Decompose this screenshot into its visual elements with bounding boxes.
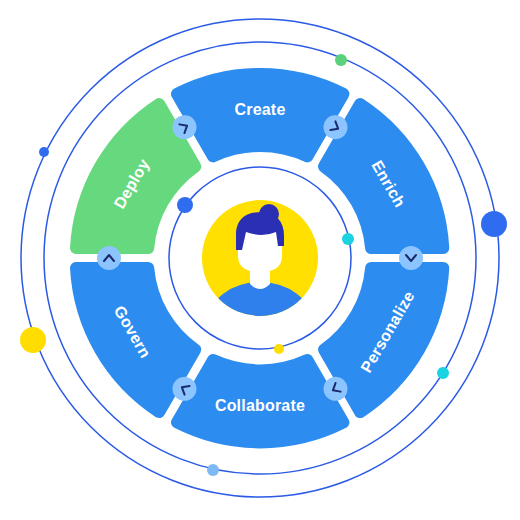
cycle-segment: Personalize — [318, 262, 449, 418]
avatar-person — [208, 204, 312, 362]
avatar-bun — [259, 204, 279, 224]
inner-ring — [169, 167, 351, 349]
orbit-dot — [207, 464, 219, 476]
segment-outline — [177, 360, 343, 442]
flow-chevrons — [97, 111, 423, 405]
inner-dot — [177, 197, 193, 213]
avatar-circle — [202, 200, 318, 316]
segment-outline — [177, 74, 343, 156]
orbit-dot — [481, 211, 507, 237]
chevron-badge — [319, 111, 352, 144]
segment-outline — [76, 104, 195, 248]
orbit-dot — [437, 367, 449, 379]
orbit-ring — [21, 19, 499, 497]
avatar-body — [208, 282, 312, 362]
orbit-dot — [39, 147, 49, 157]
orbit-ring — [44, 42, 476, 474]
segment-label: Collaborate — [215, 397, 305, 415]
inner-dot — [274, 344, 284, 354]
avatar-neck — [250, 258, 270, 284]
chevron-badge — [168, 372, 201, 405]
cycle-segment: Collaborate — [171, 354, 349, 448]
chevron-badge — [319, 372, 352, 405]
cycle-segment: Govern — [70, 262, 201, 418]
cycle-segment: Deploy — [70, 98, 201, 254]
cycle-segment: Create — [171, 68, 349, 162]
avatar-collar — [250, 284, 270, 289]
chevron-badge — [168, 111, 201, 144]
segment-outline — [324, 268, 443, 412]
cycle-segment: Enrich — [318, 98, 449, 254]
orbit-dot — [20, 327, 46, 353]
segment-outline — [76, 268, 195, 412]
chevron-badge — [399, 246, 423, 270]
avatar-face — [238, 226, 282, 272]
orbit-dot — [335, 54, 347, 66]
chevron-badge — [97, 246, 121, 270]
segment-outline — [324, 104, 443, 248]
avatar-hair — [236, 212, 284, 250]
inner-dot — [342, 233, 354, 245]
segment-label: Create — [234, 101, 285, 119]
